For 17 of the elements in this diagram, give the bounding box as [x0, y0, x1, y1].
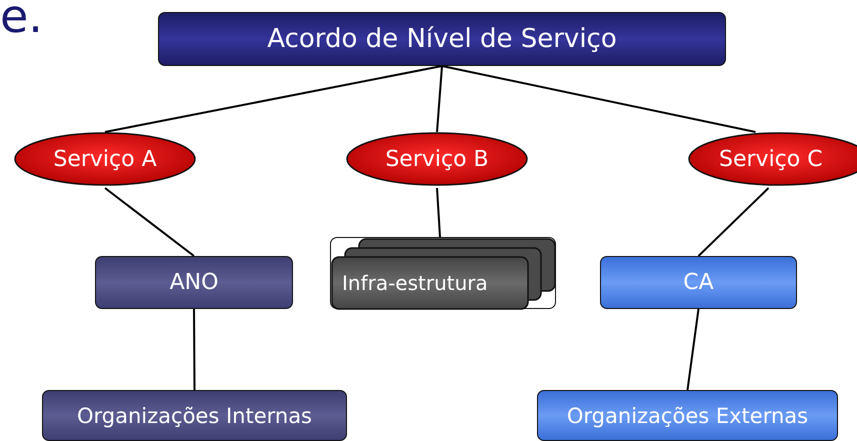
connector-line [104, 65, 442, 133]
process-box: Organizações Internas [42, 390, 347, 441]
process-box: Organizações Externas [537, 390, 838, 441]
process-box: ANO [95, 256, 293, 309]
connector-line [104, 187, 195, 257]
service-ellipse: Serviço B [346, 132, 528, 186]
title-box: Acordo de Nível de Serviço [158, 12, 726, 66]
connector-line [686, 308, 700, 390]
connector-line [698, 187, 770, 257]
connector-line [436, 66, 443, 132]
service-ellipse: Serviço A [14, 132, 196, 186]
process-box: CA [600, 256, 797, 309]
stacked-box: Infra-estrutura [330, 237, 556, 309]
heading-fragment: e. [0, 0, 43, 40]
connector-line [442, 65, 756, 133]
connector-line [193, 309, 196, 390]
connector-line [436, 188, 441, 238]
